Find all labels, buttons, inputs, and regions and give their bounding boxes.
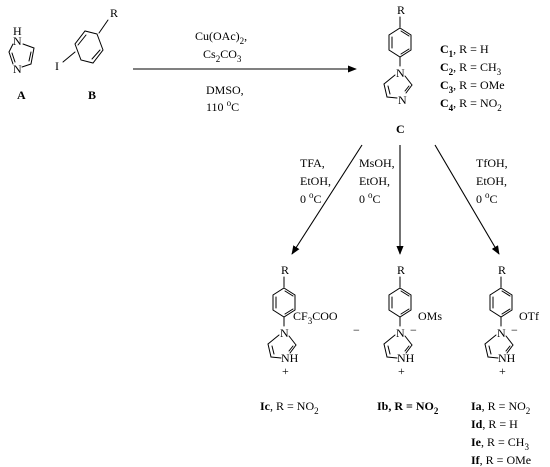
imidazole-a: H N N A — [8, 24, 35, 102]
negative-charge: − — [511, 323, 518, 337]
positive-charge: + — [499, 364, 506, 378]
positive-charge: + — [398, 364, 405, 378]
label-c: C — [396, 122, 405, 136]
svg-text:Id, R = H: Id, R = H — [471, 417, 518, 431]
product-c-variants: C1, R = H C2, R = CH3 C3, R = OMe C4, R … — [440, 42, 505, 113]
svg-text:Cs2CO3: Cs2CO3 — [203, 47, 242, 64]
positive-charge: + — [282, 364, 289, 378]
atom-n1: N — [396, 326, 405, 340]
svg-text:0 oC: 0 oC — [476, 190, 498, 206]
svg-text:DMSO,: DMSO, — [206, 83, 244, 97]
atom-n3: N — [398, 93, 407, 107]
atom-n1: N — [13, 34, 22, 48]
substituent-r: R — [281, 263, 289, 277]
product-c: R N N C — [383, 3, 413, 136]
svg-text:MsOH,: MsOH, — [359, 156, 395, 170]
substituent-r: R — [110, 6, 118, 20]
salt-ia-variants: Ia, R = NO2 Id, R = H Ie, R = CH3 If, R … — [471, 399, 531, 467]
svg-text:110 oC: 110 oC — [206, 98, 239, 114]
atom-nh: NH — [281, 351, 299, 365]
caption-ib: Ib, R = NO2 — [377, 399, 439, 416]
reaction-arrow-right — [434, 144, 500, 255]
conditions-left: TFA, EtOH, 0 oC — [300, 156, 331, 206]
svg-text:Ia, R = NO2: Ia, R = NO2 — [471, 399, 530, 416]
negative-charge: − — [353, 323, 360, 337]
conditions-top: Cu(OAc)2, Cs2CO3 DMSO, 110 oC — [195, 29, 247, 114]
atom-iodine: I — [55, 59, 59, 73]
label-a: A — [17, 88, 26, 102]
svg-text:C4, R = NO2: C4, R = NO2 — [440, 96, 502, 113]
svg-text:C3, R = OMe: C3, R = OMe — [440, 78, 505, 95]
svg-text:EtOH,: EtOH, — [476, 174, 507, 188]
salt-ib: R N NH + OMs − — [383, 263, 442, 378]
label-b: B — [88, 88, 96, 102]
salt-ia: R N NH + OTf − — [484, 263, 539, 378]
substituent-r: R — [397, 3, 405, 17]
atom-n1: N — [280, 326, 289, 340]
atom-n1: N — [396, 66, 405, 80]
conditions-middle: MsOH, EtOH, 0 oC — [359, 156, 395, 206]
negative-charge: − — [410, 323, 417, 337]
atom-nh: NH — [397, 351, 415, 365]
svg-text:0 oC: 0 oC — [300, 190, 322, 206]
atom-n1: N — [497, 326, 506, 340]
anion-mesylate: OMs — [418, 309, 442, 323]
atom-n3: N — [13, 62, 22, 76]
svg-text:C2, R = CH3: C2, R = CH3 — [440, 60, 502, 77]
svg-text:TfOH,: TfOH, — [476, 156, 508, 170]
substituent-r: R — [397, 263, 405, 277]
svg-text:If, R = OMe: If, R = OMe — [471, 453, 531, 467]
aryl-iodide-b: R I B — [55, 6, 118, 102]
anion-trifluoroacetate: CF3COO — [293, 309, 338, 326]
conditions-right: TfOH, EtOH, 0 oC — [476, 156, 508, 206]
svg-text:C1, R = H: C1, R = H — [440, 42, 489, 59]
svg-text:Ie, R = CH3: Ie, R = CH3 — [471, 435, 529, 452]
atom-nh: NH — [498, 351, 516, 365]
svg-text:EtOH,: EtOH, — [359, 174, 390, 188]
substituent-r: R — [498, 263, 506, 277]
svg-text:EtOH,: EtOH, — [300, 174, 331, 188]
svg-text:TFA,: TFA, — [300, 156, 325, 170]
caption-ic: Ic, R = NO2 — [260, 399, 319, 416]
svg-text:Cu(OAc)2,: Cu(OAc)2, — [195, 29, 247, 46]
atom-h: H — [13, 24, 22, 38]
anion-triflate: OTf — [519, 309, 539, 323]
reaction-arrow-left — [291, 144, 363, 255]
svg-text:0 oC: 0 oC — [359, 190, 381, 206]
salt-ic: R N NH + CF3COO − — [267, 263, 360, 378]
